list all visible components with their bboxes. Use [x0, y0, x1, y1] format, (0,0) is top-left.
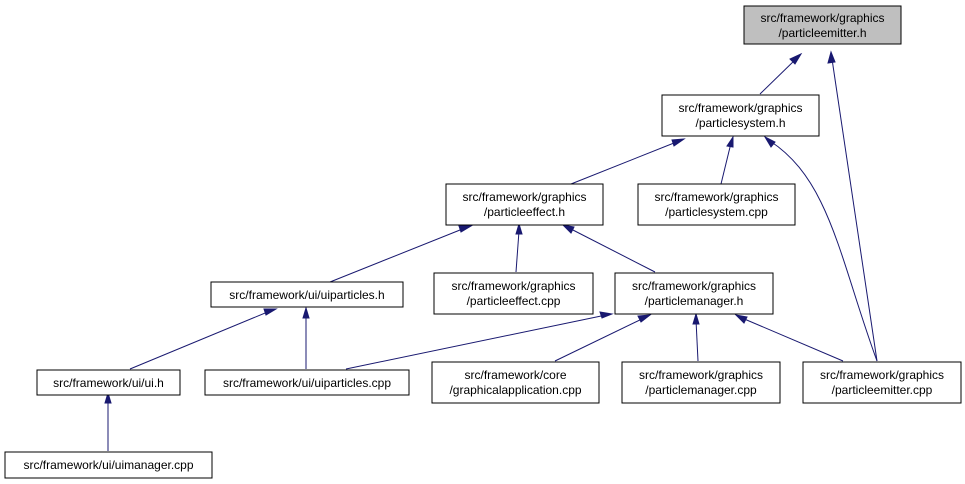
node-particleemitter-cpp-line1: src/framework/graphics: [820, 368, 944, 382]
edge-particleemitter-cpp-to-particlemanager-h: [734, 314, 844, 362]
node-particlemanager-cpp-line1: src/framework/graphics: [639, 368, 763, 382]
edge-uiparticles-h-to-particleeffect-h: [329, 225, 473, 283]
node-particleemitter-h-line2: /particleemitter.h: [778, 26, 866, 40]
edges-layer: [104, 50, 878, 451]
node-particleemitter-h[interactable]: src/framework/graphics /particleemitter.…: [743, 5, 902, 45]
node-particleeffect-h[interactable]: src/framework/graphics /particleeffect.h: [445, 183, 604, 226]
node-particlemanager-h-line1: src/framework/graphics: [632, 279, 756, 293]
node-particleeffect-h-line2: /particleeffect.h: [484, 205, 565, 219]
edge-particleemitter-cpp-to-particleemitter-h: [827, 50, 878, 362]
node-particlemanager-cpp[interactable]: src/framework/graphics /particlemanager.…: [621, 361, 781, 404]
node-particlemanager-cpp-line2: /particlemanager.cpp: [645, 383, 757, 397]
edge-uimanager-cpp-to-ui-h: [104, 391, 112, 451]
node-uiparticles-cpp[interactable]: src/framework/ui/uiparticles.cpp: [204, 369, 410, 396]
edge-ui-h-to-uiparticles-h: [129, 308, 278, 370]
node-particlesystem-h-line2: /particlesystem.h: [695, 116, 785, 130]
edge-particleeffect-cpp-to-particleeffect-h: [515, 222, 523, 273]
nodes-layer: src/framework/graphics /particleemitter.…: [4, 5, 962, 479]
node-uiparticles-cpp-label: src/framework/ui/uiparticles.cpp: [223, 376, 391, 390]
node-ui-h[interactable]: src/framework/ui/ui.h: [36, 369, 181, 396]
node-uiparticles-h[interactable]: src/framework/ui/uiparticles.h: [210, 281, 404, 308]
node-particleeffect-cpp-line1: src/framework/graphics: [451, 279, 575, 293]
edge-uiparticles-cpp-to-particlemanager-h: [345, 311, 614, 370]
edge-particlesystem-cpp-to-particlesystem-h: [720, 135, 734, 185]
node-particleeffect-cpp-line2: /particleeffect.cpp: [467, 294, 561, 308]
node-uimanager-cpp[interactable]: src/framework/ui/uimanager.cpp: [4, 451, 213, 479]
node-uimanager-cpp-label: src/framework/ui/uimanager.cpp: [23, 458, 193, 472]
node-uiparticles-h-label: src/framework/ui/uiparticles.h: [229, 288, 384, 302]
node-graphicalapplication-cpp-line1: src/framework/core: [464, 368, 566, 382]
node-particlesystem-cpp-line2: /particlesystem.cpp: [665, 205, 768, 219]
node-particlesystem-h-line1: src/framework/graphics: [678, 101, 802, 115]
node-particlemanager-h[interactable]: src/framework/graphics /particlemanager.…: [614, 272, 774, 315]
edge-particlesystem-h-to-particleemitter-h: [759, 52, 803, 95]
edge-graphicalapplication-cpp-to-particlemanager-h: [554, 314, 652, 362]
edge-particleeffect-h-to-particlesystem-h: [570, 138, 686, 185]
node-particleemitter-cpp[interactable]: src/framework/graphics /particleemitter.…: [802, 361, 962, 404]
node-particlemanager-h-line2: /particlemanager.h: [645, 294, 744, 308]
node-graphicalapplication-cpp-line2: /graphicalapplication.cpp: [449, 383, 581, 397]
edge-particleemitter-cpp-to-particlesystem-h: [763, 135, 878, 362]
node-particleemitter-cpp-line2: /particleemitter.cpp: [832, 383, 933, 397]
node-particleeffect-h-line1: src/framework/graphics: [462, 190, 586, 204]
node-particleeffect-cpp[interactable]: src/framework/graphics /particleeffect.c…: [433, 272, 594, 315]
node-particlesystem-cpp-line1: src/framework/graphics: [654, 190, 778, 204]
node-particlesystem-h[interactable]: src/framework/graphics /particlesystem.h: [661, 94, 820, 137]
node-graphicalapplication-cpp[interactable]: src/framework/core /graphicalapplication…: [431, 361, 600, 404]
edge-uiparticles-cpp-to-uiparticles-h: [302, 306, 310, 369]
node-ui-h-label: src/framework/ui/ui.h: [53, 376, 164, 390]
node-particleemitter-h-line1: src/framework/graphics: [760, 11, 884, 25]
edge-particlemanager-cpp-to-particlemanager-h: [692, 312, 700, 362]
node-particlesystem-cpp[interactable]: src/framework/graphics /particlesystem.c…: [637, 183, 796, 226]
edge-particlemanager-h-to-particleeffect-h: [561, 224, 656, 273]
